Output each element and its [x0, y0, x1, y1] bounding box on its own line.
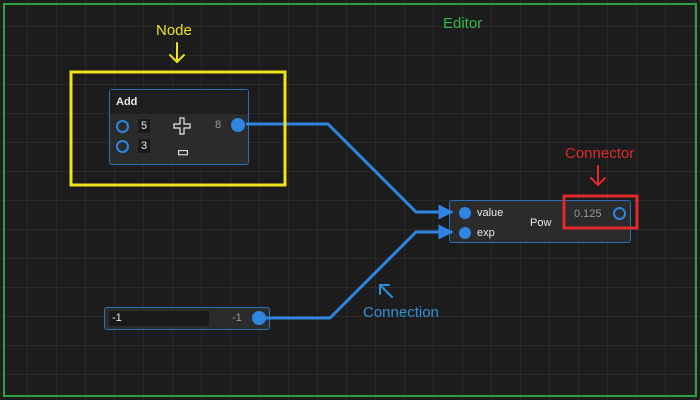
constant-node[interactable]: -1 -1 [104, 307, 270, 330]
add-output-value: 8 [215, 119, 222, 131]
add-input-a-connector[interactable] [116, 120, 129, 133]
minus-icon [178, 147, 188, 159]
constant-value-field[interactable]: -1 [109, 311, 209, 326]
connector-highlight-box [562, 194, 639, 230]
connector-down-arrow-icon [590, 165, 606, 187]
constant-output-value: -1 [232, 312, 242, 324]
add-input-b-field[interactable]: 3 [138, 139, 151, 153]
editor-annotation-label: Editor [443, 15, 483, 32]
add-output-connector[interactable] [231, 118, 245, 132]
connection-add-to-pow-value[interactable] [246, 122, 454, 220]
connection-constant-to-pow-exp[interactable] [265, 224, 454, 320]
add-node-title: Add [116, 96, 138, 108]
add-input-b-connector[interactable] [116, 140, 129, 153]
connector-annotation-label: Connector [565, 145, 635, 162]
add-input-a-field[interactable]: 5 [138, 119, 151, 133]
connection-up-left-arrow-icon [379, 284, 393, 298]
pow-node-title: Pow [530, 217, 552, 229]
pow-input-value-connector[interactable] [459, 207, 471, 219]
add-node[interactable]: Add 5 3 8 [109, 89, 249, 165]
plus-icon [173, 117, 191, 138]
pow-output-connector[interactable] [613, 207, 626, 220]
connection-annotation-label: Connection [363, 304, 439, 321]
node-annotation-label: Node [156, 22, 192, 39]
pow-input-value-label: value [477, 207, 504, 219]
editor-highlight-frame [3, 3, 697, 397]
pow-output-value: 0.125 [574, 208, 602, 220]
pow-node[interactable]: value exp Pow 0.125 [449, 200, 631, 243]
pow-input-exp-connector[interactable] [459, 227, 471, 239]
node-down-arrow-icon [169, 42, 185, 64]
pow-input-exp-label: exp [477, 227, 495, 239]
add-node-header[interactable]: Add [110, 90, 248, 115]
node-highlight-box [69, 70, 287, 187]
